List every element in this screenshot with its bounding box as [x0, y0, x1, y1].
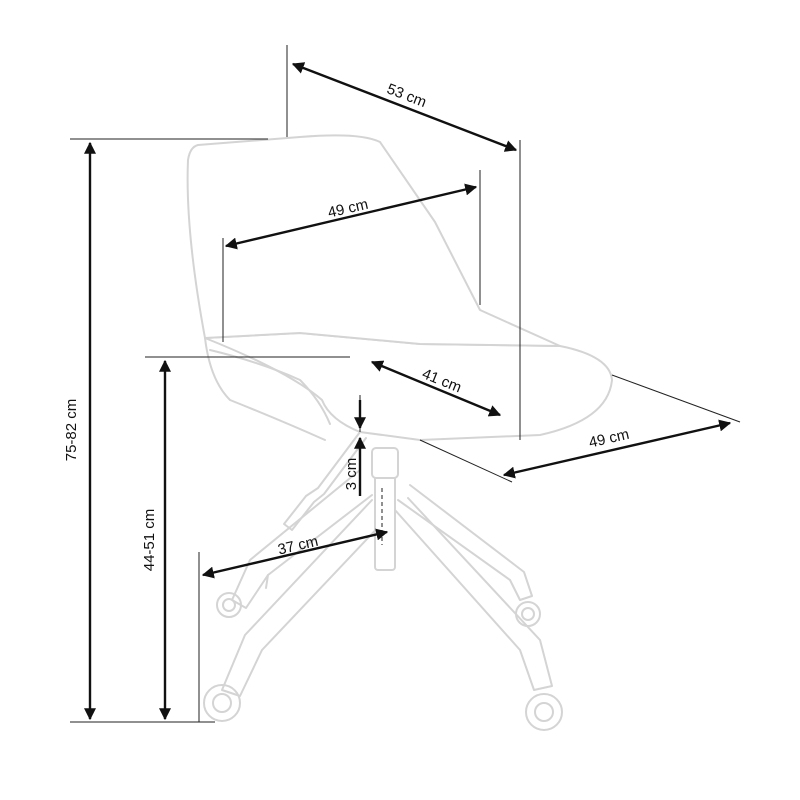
label-overall-height: 75-82 cm: [63, 399, 80, 462]
overall-width-arrow: [291, 62, 518, 152]
backrest-width-arrow: [224, 183, 478, 250]
caster-wheels: [203, 592, 563, 731]
seat-width-arrow: [502, 419, 732, 479]
caster-right: [525, 693, 563, 731]
extension-lines: [70, 45, 741, 723]
label-seat-thickness: 3 cm: [343, 458, 360, 491]
dimension-arrows: [84, 62, 732, 721]
caster-front-left: [216, 592, 242, 618]
caster-front: [203, 684, 241, 722]
label-seat-height: 44-51 cm: [141, 509, 158, 572]
height-lever: [283, 431, 367, 531]
seat-depth-arrow: [370, 360, 502, 417]
label-overall-width: 53 cm: [384, 81, 428, 112]
gas-lift: [371, 447, 399, 571]
chair-illustration: [186, 134, 613, 731]
seat-shell: [204, 332, 613, 441]
label-base-radius: 37 cm: [276, 533, 320, 559]
caster-back-right: [515, 601, 541, 627]
base-radius-arrow: [201, 528, 389, 579]
